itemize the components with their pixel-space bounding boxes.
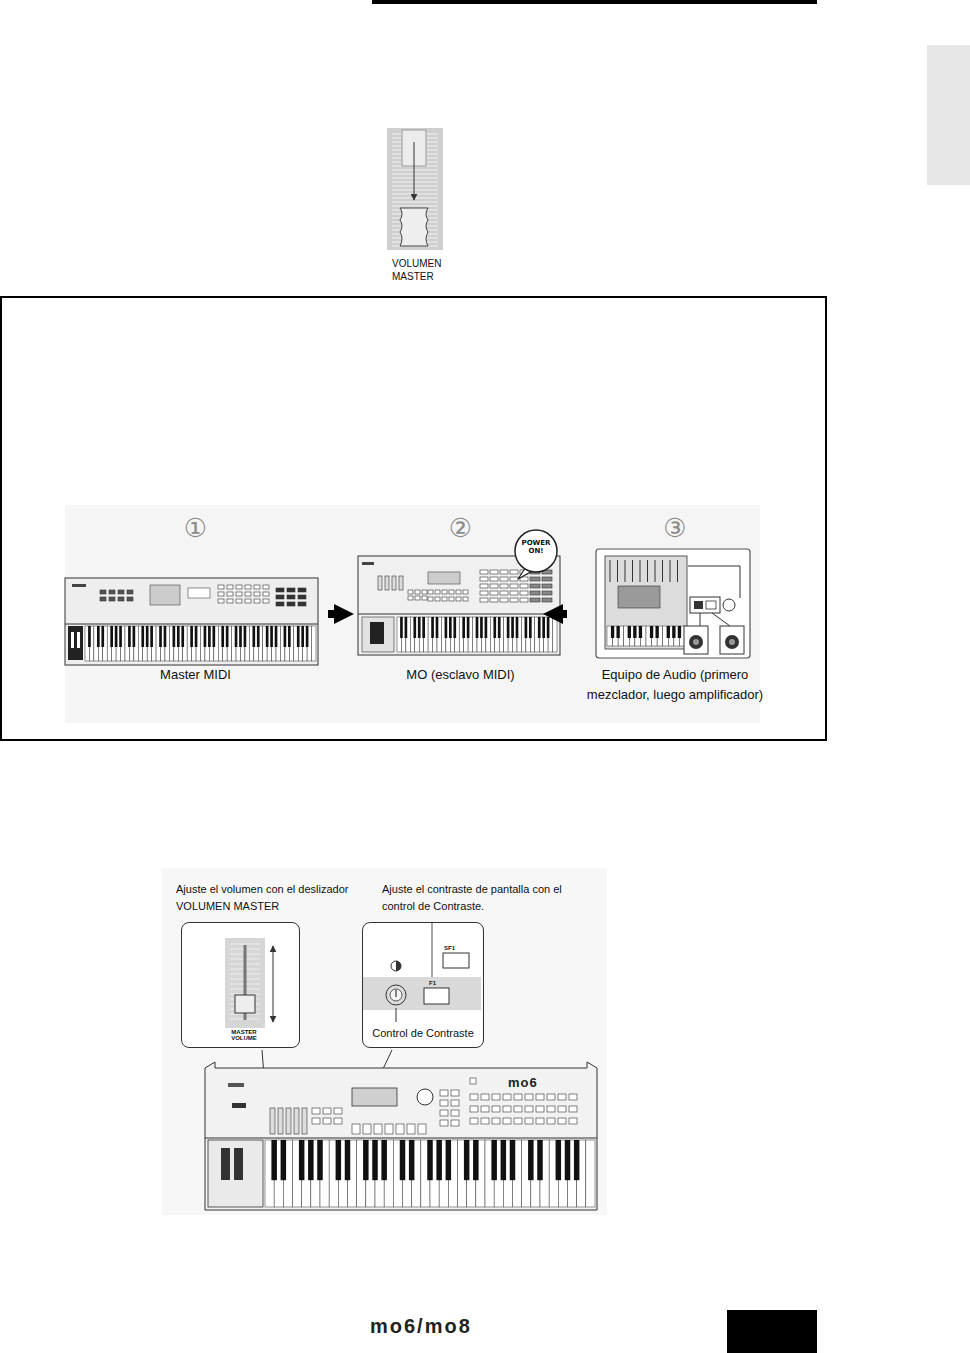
footer-logo: mo6/mo8 xyxy=(370,1316,472,1336)
header-rule xyxy=(372,0,817,4)
contrast-detail xyxy=(363,923,481,1022)
model-logo: mo6 xyxy=(508,1076,538,1089)
button-label: F1 xyxy=(429,980,436,986)
device-block: ②MO (esclavo MIDI)POWER ON! xyxy=(356,510,565,700)
figure-ground xyxy=(162,868,607,1215)
audio-equipment xyxy=(596,549,750,658)
callout-ground xyxy=(362,922,482,1048)
volume-slider-detail xyxy=(225,938,273,1028)
bubble-text: POWER ON! xyxy=(518,539,554,555)
callout-ground xyxy=(181,922,300,1048)
master-keyboard xyxy=(65,578,318,665)
page-number-block xyxy=(727,1310,817,1353)
button-label: SF1 xyxy=(444,945,455,951)
control-label: VOLUMEN MASTER xyxy=(392,257,452,283)
section-tab xyxy=(927,45,970,185)
note-frame xyxy=(1,297,826,740)
slider-illustration xyxy=(387,128,443,250)
callout-box: Ajuste el contraste de pantalla con el c… xyxy=(362,922,484,1048)
device-label: Master MIDI xyxy=(65,665,326,685)
mo6-keyboard xyxy=(205,1062,597,1210)
callout-number: ③ xyxy=(585,514,765,543)
instruction-text: Ajuste el volumen con el deslizador VOLU… xyxy=(176,881,361,914)
callout-number: ① xyxy=(65,514,326,543)
device-block: ③ Equipo de Audio (primero mezclador, lue… xyxy=(585,510,765,722)
power-bubble: POWER ON! xyxy=(514,529,558,573)
device-label: MO (esclavo MIDI) xyxy=(356,665,565,685)
panel-label: MASTER VOLUME xyxy=(224,1029,264,1042)
instruction-text: Ajuste el contraste de pantalla con el c… xyxy=(382,881,597,914)
flow-arrow xyxy=(328,610,334,618)
device-block: ① Master MIDI xyxy=(65,510,326,700)
device-label: Equipo de Audio (primero mezclador, lueg… xyxy=(585,665,765,704)
flow-arrow xyxy=(563,610,567,618)
callout-box: Ajuste el volumen con el deslizador VOLU… xyxy=(181,922,300,1048)
control-label: Control de Contraste xyxy=(363,1026,483,1040)
